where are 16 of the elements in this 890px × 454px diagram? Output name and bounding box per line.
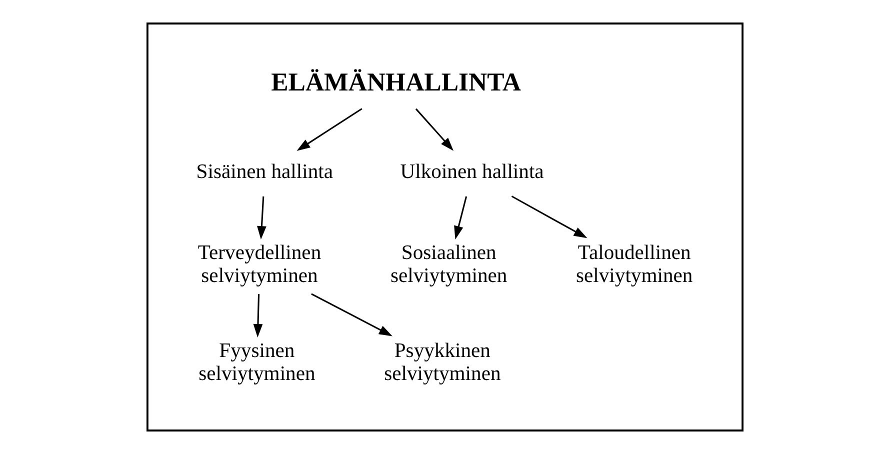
node-text: Terveydellinen selviytyminen	[198, 242, 322, 288]
arrow	[257, 196, 266, 240]
node-text: Taloudellinen selviytyminen	[576, 242, 693, 288]
node-text: Fyysinen selviytyminen	[198, 340, 316, 386]
arrow	[415, 108, 454, 151]
node-text: ELÄMÄNHALLINTA	[271, 67, 522, 96]
arrow	[511, 196, 588, 238]
node-text: Ulkoinen hallinta	[400, 160, 544, 183]
arrow	[311, 293, 392, 336]
node-text: Sosiaalinen selviytyminen	[390, 242, 508, 288]
arrow	[253, 294, 263, 338]
arrow	[296, 108, 362, 151]
cluster	[146, 22, 744, 432]
node-text: Psyykkinen selviytyminen	[384, 340, 501, 386]
node-text: Sisäinen hallinta	[196, 160, 334, 183]
arrow	[454, 196, 468, 240]
